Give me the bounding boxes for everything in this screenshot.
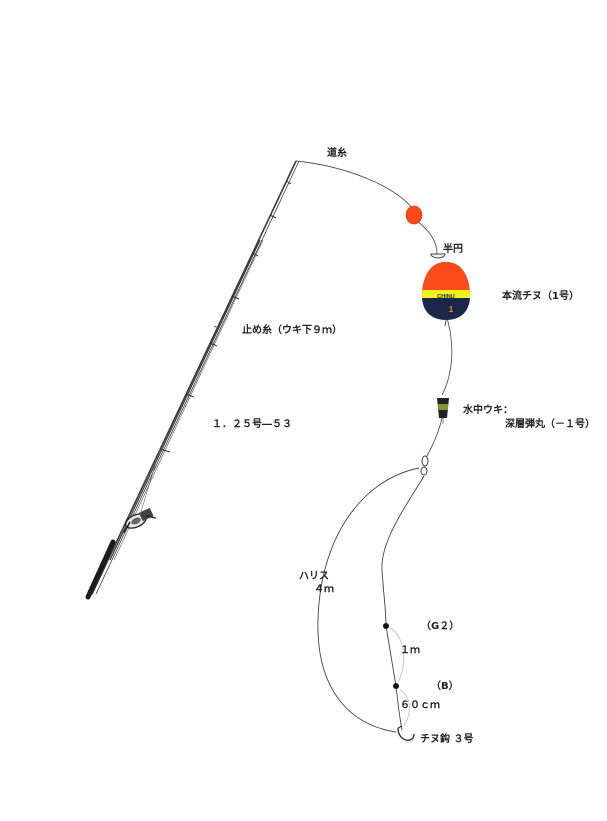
label-stopper: 止め糸（ウキ下９ｍ） bbox=[242, 325, 342, 336]
label-underwater-float-1: 水中ウキ： bbox=[463, 405, 513, 416]
split-shot-b bbox=[393, 683, 399, 689]
hook-icon bbox=[397, 725, 415, 741]
swivel-icon bbox=[420, 455, 429, 476]
spinning-reel-icon bbox=[123, 507, 157, 534]
label-hanen: 半円 bbox=[443, 244, 463, 255]
stopper-knot bbox=[213, 325, 219, 329]
label-hook: チヌ鈎 ３号 bbox=[420, 734, 474, 745]
stopper-float-icon bbox=[405, 205, 423, 225]
label-shot-g2: （G２） bbox=[421, 621, 460, 632]
main-line bbox=[295, 160, 453, 461]
rod-grip bbox=[85, 539, 116, 600]
leader-line bbox=[317, 467, 425, 733]
label-main-float: 本流チヌ（1号） bbox=[502, 291, 579, 302]
label-michiito: 道糸 bbox=[327, 148, 347, 159]
label-1m: １ｍ bbox=[400, 645, 420, 656]
label-shot-b: （B） bbox=[431, 681, 459, 692]
half-round-bead-icon bbox=[430, 253, 446, 259]
float-brand-text: CHINU bbox=[437, 294, 454, 300]
label-underwater-float-2: 深層弾丸（－１号） bbox=[505, 419, 595, 430]
underwater-float-icon bbox=[437, 398, 449, 424]
split-shot-g2 bbox=[383, 623, 389, 629]
label-60cm: ６０ｃｍ bbox=[400, 700, 440, 711]
label-line-spec: １．２５号―５３ bbox=[212, 419, 292, 430]
label-harisu-1: ハリス bbox=[299, 571, 329, 582]
fishing-rod bbox=[85, 160, 300, 600]
dimension-arcs bbox=[389, 627, 410, 727]
float-number-text: 1 bbox=[449, 305, 454, 314]
main-float-icon: CHINU 1 bbox=[422, 262, 470, 327]
label-harisu-2: ４ｍ bbox=[314, 584, 334, 595]
